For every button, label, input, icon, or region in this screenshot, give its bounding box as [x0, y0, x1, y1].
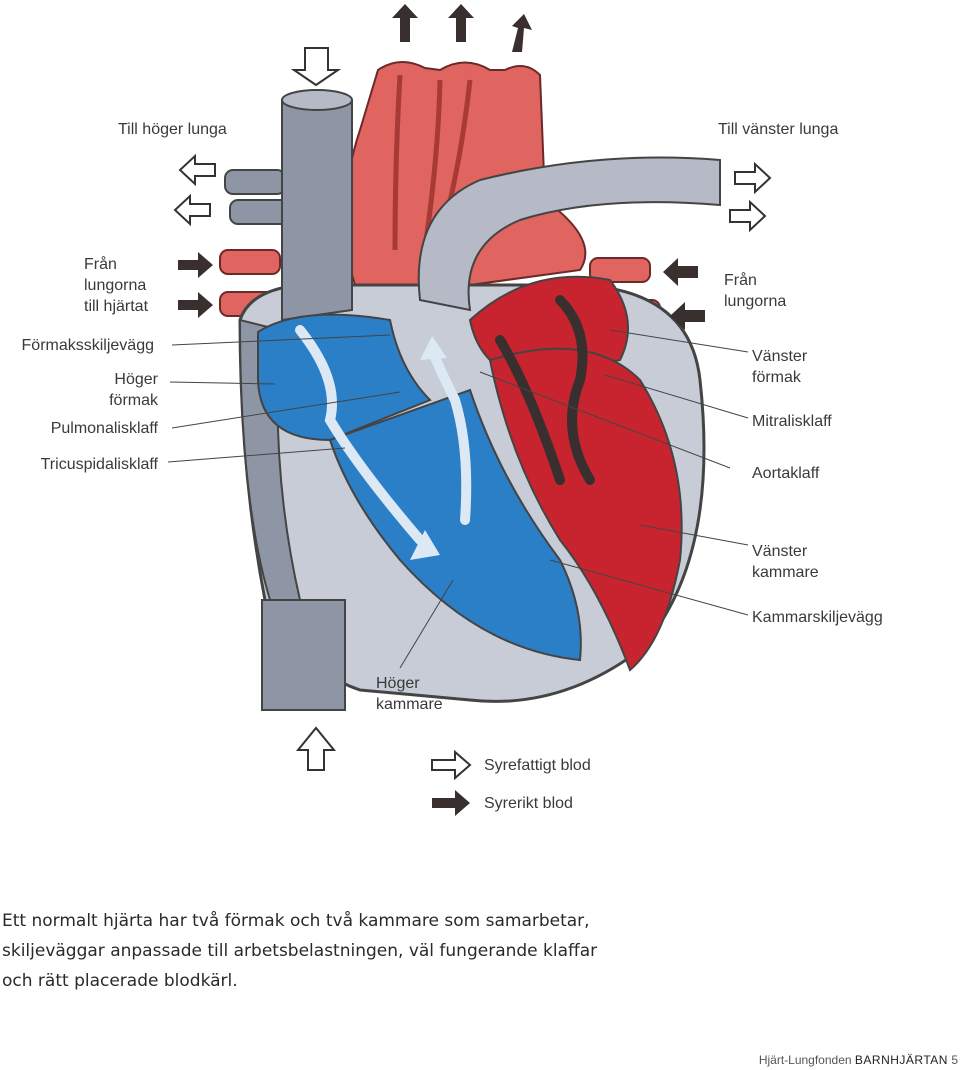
label-aortaklaff: Aortaklaff [752, 465, 820, 482]
label-fran-lungorna: Från lungorna [724, 272, 787, 310]
label-tricuspidalisklaff: Tricuspidalisklaff [40, 456, 158, 473]
label-vanster-kammare: Vänster kammare [752, 543, 819, 581]
label-hoger-formak: Höger förmak [109, 371, 158, 409]
label-till-hoger-lunga: Till höger lunga [118, 121, 227, 138]
aorta [417, 156, 721, 312]
label-pulmonalisklaff: Pulmonalisklaff [50, 420, 158, 437]
legend-deoxygenated: Syrefattigt blod [484, 757, 591, 774]
label-vanster-formak: Vänster förmak [752, 348, 808, 386]
label-kammarskiljevagg: Kammarskiljevägg [752, 609, 883, 626]
legend-oxygenated: Syrerikt blod [484, 795, 573, 812]
page-footer: Hjärt-Lungfonden BARNHJÄRTAN 5 [759, 1053, 958, 1067]
leader-lines [167, 329, 749, 669]
label-mitralisklaff: Mitralisklaff [752, 413, 832, 430]
vena-cava [238, 89, 353, 711]
right-ventricle [328, 388, 582, 662]
label-formaksskiljevagg: Förmaksskiljevägg [21, 337, 154, 354]
label-fran-lungorna-till-hjartat: Från lungorna till hjärtat [84, 256, 149, 315]
label-till-vanster-lunga: Till vänster lunga [718, 121, 839, 138]
blood-flow-arrows [295, 295, 595, 560]
right-atrium [257, 313, 432, 442]
heart-diagram [167, 4, 772, 816]
page-number: 5 [951, 1053, 958, 1067]
label-hoger-kammare: Höger kammare [376, 675, 443, 713]
footer-org: Hjärt-Lungfonden [758, 1053, 852, 1067]
footer-brand: BARNHJÄRTAN [854, 1053, 948, 1067]
external-arrows [173, 4, 772, 816]
caption: Ett normalt hjärta har två förmak och tv… [2, 911, 598, 991]
